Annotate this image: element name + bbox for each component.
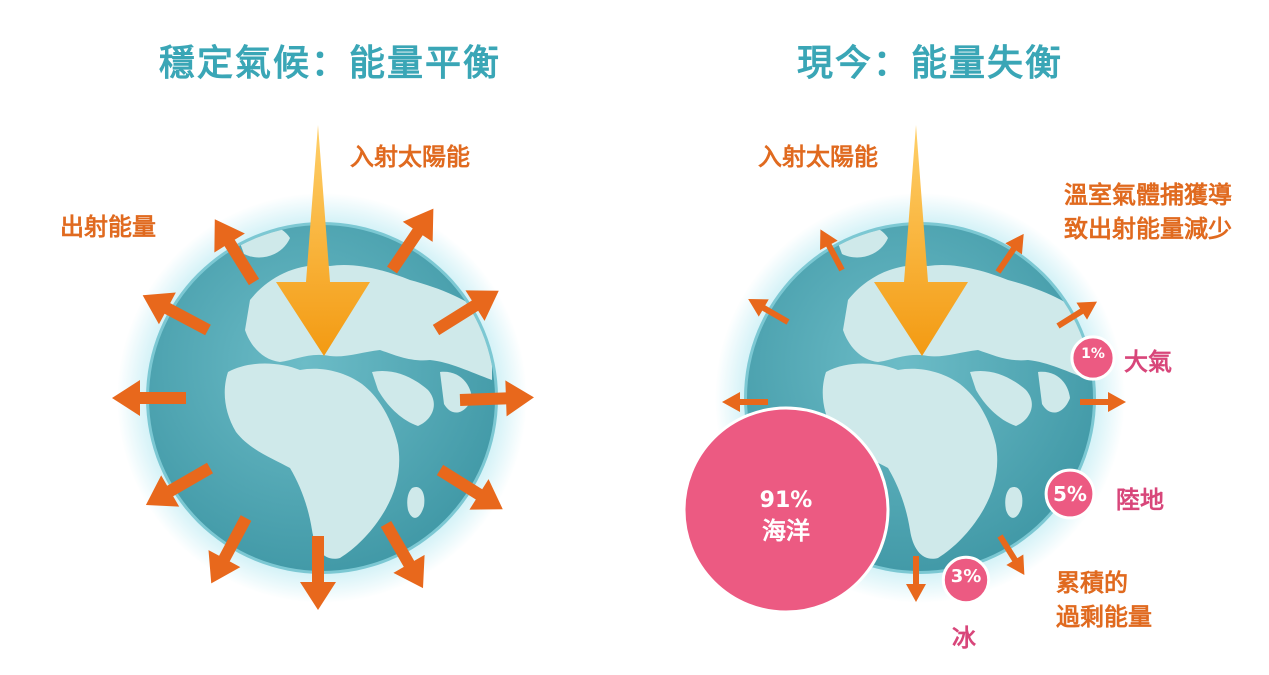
continents-left — [224, 225, 492, 559]
left-globe — [117, 193, 527, 603]
land-circle — [1044, 468, 1096, 520]
land-name: 陸地 — [1116, 486, 1164, 514]
atmosphere-circle — [1070, 335, 1116, 381]
greenhouse-label: 溫室氣體捕獲導 致出射能量減少 — [1064, 178, 1232, 246]
land-percent: 5% — [1053, 482, 1087, 506]
left-outgoing-label: 出射能量 — [60, 213, 156, 241]
excess-label-line1: 累積的 — [1056, 569, 1128, 597]
ocean-name: 海洋 — [762, 517, 810, 545]
ocean-circle — [682, 406, 890, 614]
energy-sink-circles — [682, 335, 1116, 614]
excess-energy-label: 累積的 過剩能量 — [1056, 566, 1152, 634]
atmosphere-name: 大氣 — [1124, 348, 1172, 376]
right-solar-arrow — [874, 125, 968, 356]
right-panel-title: 現今：能量失衡 — [796, 43, 1063, 84]
left-panel-title: 穩定氣候：能量平衡 — [158, 43, 501, 84]
ice-percent: 3% — [950, 566, 982, 587]
ocean-percent: 91% — [759, 488, 813, 513]
excess-label-line2: 過剩能量 — [1056, 603, 1152, 631]
ice-circle — [941, 555, 991, 605]
right-outgoing-arrows — [722, 229, 1126, 602]
greenhouse-label-line1: 溫室氣體捕獲導 — [1064, 181, 1232, 209]
greenhouse-label-line2: 致出射能量減少 — [1064, 215, 1232, 243]
right-incoming-label: 入射太陽能 — [758, 143, 878, 171]
atmosphere-percent: 1% — [1081, 346, 1105, 362]
left-solar-arrow — [276, 125, 370, 356]
left-incoming-label: 入射太陽能 — [350, 143, 470, 171]
ice-name: 冰 — [952, 624, 976, 652]
left-outgoing-arrows — [112, 208, 534, 610]
ocean-percent-label: 91% 海洋 — [736, 486, 836, 546]
